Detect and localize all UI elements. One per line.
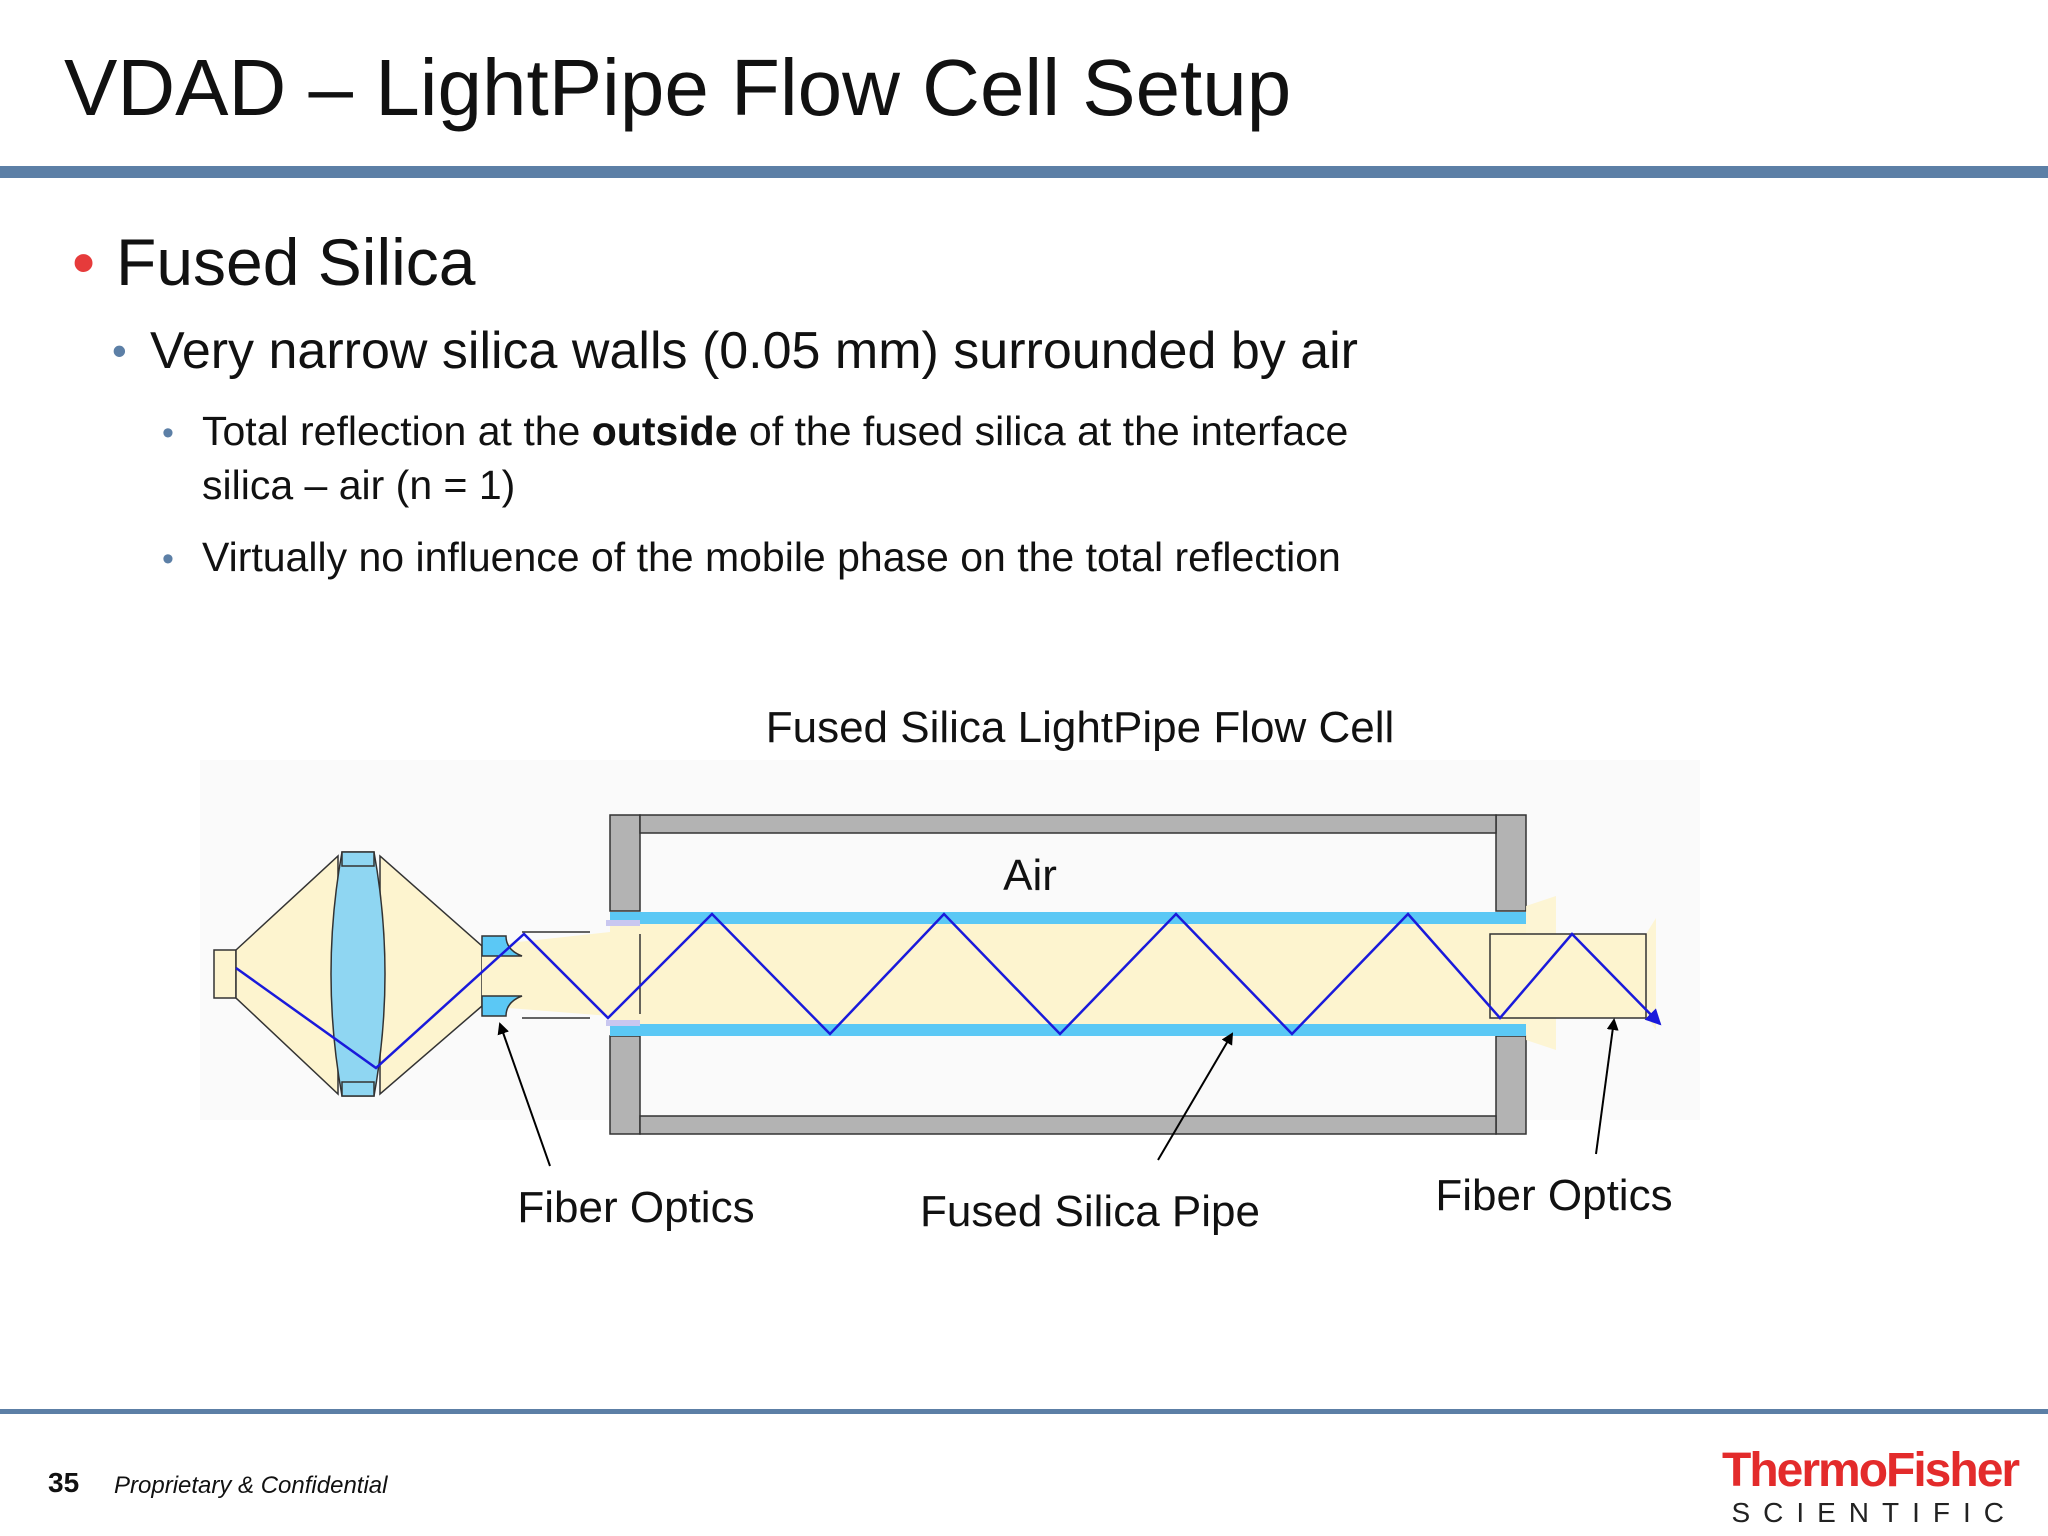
light-beam-path	[235, 912, 1662, 1070]
diagram-title: Fused Silica LightPipe Flow Cell	[766, 703, 1395, 752]
fiber-input-cladding-top	[481, 935, 523, 957]
bullet-dot: •	[162, 540, 174, 578]
footer-divider	[0, 1409, 2048, 1414]
bullet-level3-a-pre: Total reflection at the	[202, 408, 592, 454]
slide-title: VDAD – LightPipe Flow Cell Setup	[64, 43, 1292, 132]
pipe-wall-top	[610, 912, 1526, 924]
fiber-input	[481, 931, 610, 1019]
bullet-level3-a-bold: outside	[591, 408, 738, 454]
pointer-fiber-right	[1595, 1018, 1619, 1155]
bullet-level1: Fused Silica	[116, 225, 476, 299]
title-divider	[0, 166, 2048, 178]
light-cone-left	[235, 854, 339, 1096]
lens-rim-bottom	[341, 1081, 375, 1097]
pipe-core	[610, 922, 1526, 1026]
bullet-dot: •	[112, 327, 127, 374]
fiber-input-cladding-bottom	[481, 995, 523, 1017]
bullet-dot: •	[162, 414, 174, 452]
logo-wordmark: ThermoFisher	[1722, 1444, 2020, 1497]
logo-subline: SCIENTIFIC	[1731, 1497, 2017, 1528]
bullet-dot: •	[72, 225, 96, 299]
lens-rim-top	[341, 851, 375, 867]
lens-icon	[330, 851, 386, 1097]
pointer-fiber-left	[497, 1022, 551, 1167]
bullet-level3-a-line2: silica – air (n = 1)	[202, 462, 516, 508]
light-source-optics	[213, 851, 483, 1097]
cell-housing	[609, 814, 1527, 1135]
flow-cell-diagram: Fused Silica LightPipe Flow Cell	[213, 703, 1673, 1236]
label-air: Air	[1003, 851, 1057, 900]
light-source	[213, 949, 237, 999]
confidential-notice: Proprietary & Confidential	[114, 1472, 388, 1499]
label-fused-silica-pipe: Fused Silica Pipe	[920, 1187, 1260, 1236]
output-fiber-box	[1489, 933, 1647, 1019]
bullet-level3-a-post: of the fused silica at the interface	[737, 408, 1349, 454]
fiber-output	[1489, 896, 1656, 1050]
pipe-wall-bottom	[610, 1024, 1526, 1036]
bullet-level3-a: Total reflection at the outside of the f…	[202, 404, 1348, 458]
thermo-fisher-logo: ThermoFisher SCIENTIFIC	[1722, 1444, 2020, 1530]
fused-silica-pipe	[606, 912, 1526, 1036]
page-number: 35	[48, 1467, 80, 1498]
bullet-level2: Very narrow silica walls (0.05 mm) surro…	[150, 322, 1358, 380]
label-fiber-optics-right: Fiber Optics	[1435, 1171, 1672, 1220]
bullet-level3-b: Virtually no influence of the mobile pha…	[202, 534, 1341, 580]
label-fiber-optics-left: Fiber Optics	[517, 1183, 754, 1232]
pointer-pipe	[1157, 1032, 1234, 1161]
